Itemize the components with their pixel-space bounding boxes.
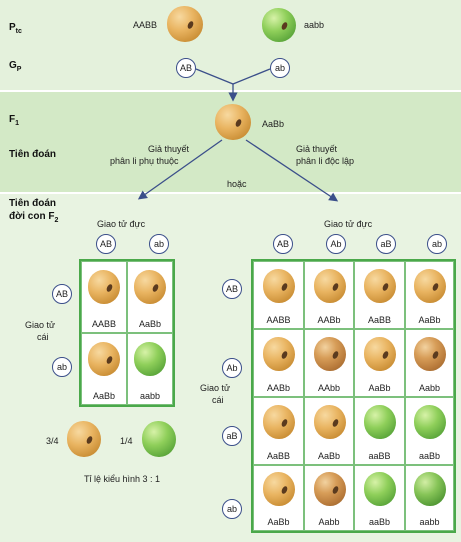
right-cell-r2c2: AAbb: [304, 329, 354, 397]
right-cell-r2c4: Aabb: [405, 329, 454, 397]
gamete-line-left: [195, 68, 234, 85]
right-cell-r1c3: AaBB: [354, 261, 405, 329]
right-cell-r4c2: Aabb: [304, 465, 354, 531]
right-cell-r3c4: aaBb: [405, 397, 454, 465]
left-female-gamete-2: ab: [52, 357, 72, 377]
right-female-title-line2: cái: [212, 395, 224, 405]
left-female-gamete-1: AB: [52, 284, 72, 304]
yellow-smooth-seed-icon: [263, 472, 295, 506]
label-gp: GP: [9, 60, 22, 73]
right-male-gamete-3: aB: [376, 234, 396, 254]
yellow-smooth-seed-icon: [263, 405, 295, 439]
f1-genotype: AaBb: [262, 119, 285, 129]
right-cell-r3c2: AaBb: [304, 397, 354, 465]
gamete-p-left: AB: [176, 58, 196, 78]
independent-arrow: [245, 139, 339, 202]
independent-hypothesis-line1: Giả thuyết: [296, 144, 338, 154]
yellow-seed-icon: [88, 342, 120, 376]
green-smooth-seed-icon: [364, 472, 396, 506]
left-male-title: Giao tử đực: [97, 219, 146, 229]
green-smooth-seed-icon: [364, 405, 396, 439]
label-tien-doan: Tiên đoán: [9, 149, 57, 160]
right-female-title-line1: Giao tử: [200, 383, 231, 393]
right-cell-r2c3: AaBb: [354, 329, 405, 397]
yellow-smooth-seed-icon: [364, 337, 396, 371]
left-male-gamete-1: AB: [96, 234, 116, 254]
yellow-wrinkled-seed-icon: [314, 472, 346, 506]
right-female-gamete-3: aB: [222, 426, 242, 446]
yellow-smooth-seed-icon: [263, 269, 295, 303]
label-f1: F1: [9, 114, 20, 127]
independent-hypothesis-line2: phân li độc lập: [296, 156, 355, 166]
f1-seed-icon: [215, 104, 251, 140]
right-cell-r3c3: aaBB: [354, 397, 405, 465]
green-wrinkled-seed-icon: [262, 8, 296, 42]
label-tien-doan-f2-line2: đời con F2: [9, 211, 59, 224]
right-female-gamete-2: Ab: [222, 358, 242, 378]
right-punnett-grid: AABB AABb AaBB AaBb AABb AAbb AaBb: [251, 259, 456, 533]
right-cell-r4c3: aaBb: [354, 465, 405, 531]
or-label: hoặc: [227, 179, 247, 189]
phenotype-ratio-label: Tỉ lệ kiểu hình 3 : 1: [84, 474, 161, 484]
left-male-gamete-2: ab: [149, 234, 169, 254]
green-seed-icon: [134, 342, 166, 376]
left-female-title-line1: Giao tử: [25, 320, 56, 330]
left-cell-bottom-left: AaBb: [81, 333, 127, 405]
right-female-gamete-4: ab: [222, 499, 242, 519]
yellow-smooth-seed-icon: [167, 6, 203, 42]
right-cell-r4c4: aabb: [405, 465, 454, 531]
yellow-smooth-seed-icon: [414, 269, 446, 303]
right-cell-r1c4: AaBb: [405, 261, 454, 329]
left-cell-bottom-right: aabb: [127, 333, 173, 405]
right-male-title: Giao tử đực: [324, 219, 373, 229]
right-cell-r1c1: AABB: [253, 261, 304, 329]
yellow-smooth-seed-icon: [364, 269, 396, 303]
parent-left-genotype: AABB: [133, 20, 158, 30]
right-male-gamete-4: ab: [427, 234, 447, 254]
right-cell-r4c1: AaBb: [253, 465, 304, 531]
gamete-p-right: ab: [270, 58, 290, 78]
yellow-smooth-seed-icon: [314, 405, 346, 439]
left-cell-aabb-top-right: AaBb: [127, 261, 173, 333]
left-punnett-grid: AABB AaBb AaBb aabb: [79, 259, 175, 407]
right-male-gamete-2: Ab: [326, 234, 346, 254]
right-cell-r2c1: AABb: [253, 329, 304, 397]
yellow-smooth-seed-icon: [263, 337, 295, 371]
label-ptc: Ptc: [9, 22, 22, 35]
dependent-hypothesis-line2: phân li phụ thuộc: [110, 156, 179, 166]
yellow-smooth-seed-icon: [314, 269, 346, 303]
dependent-arrow: [137, 139, 223, 200]
right-cell-r1c2: AABb: [304, 261, 354, 329]
green-seed-icon: [142, 421, 176, 457]
yellow-wrinkled-seed-icon: [414, 337, 446, 371]
green-wrinkled-seed-icon: [414, 472, 446, 506]
band-parents: [0, 0, 461, 90]
left-cell-aabb-top: AABB: [81, 261, 127, 333]
gamete-line-right: [232, 68, 271, 85]
yellow-seed-icon: [67, 421, 101, 457]
yellow-seed-icon: [88, 270, 120, 304]
left-female-title-line2: cái: [37, 332, 49, 342]
parent-right-genotype: aabb: [304, 20, 325, 30]
ratio-yellow: 3/4: [46, 436, 59, 446]
yellow-wrinkled-seed-icon: [314, 337, 346, 371]
green-smooth-seed-icon: [414, 405, 446, 439]
dependent-hypothesis-line1: Giả thuyết: [148, 144, 190, 154]
right-male-gamete-1: AB: [273, 234, 293, 254]
label-tien-doan-f2-line1: Tiên đoán: [9, 198, 57, 209]
yellow-seed-icon: [134, 270, 166, 304]
right-female-gamete-1: AB: [222, 279, 242, 299]
ratio-green: 1/4: [120, 436, 133, 446]
right-cell-r3c1: AaBB: [253, 397, 304, 465]
